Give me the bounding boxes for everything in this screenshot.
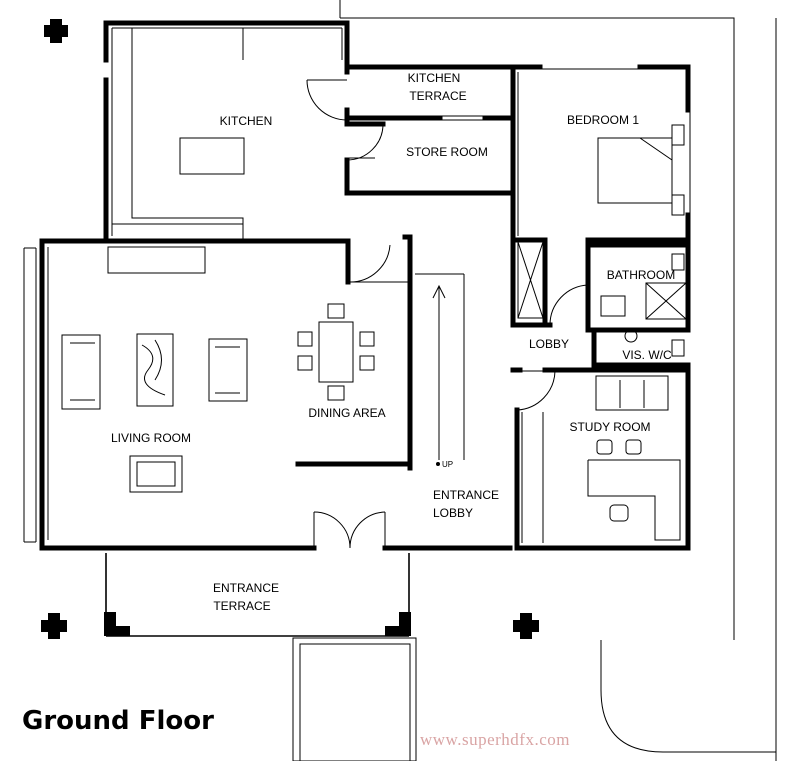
bedroom-walls: [510, 64, 691, 243]
column-marker-top-left: [44, 19, 68, 43]
lobby-label: LOBBY: [529, 337, 569, 351]
kitchen-terrace-walls: [344, 64, 516, 328]
kitchen-walls: [42, 20, 350, 244]
entrance-lobby-label-line1: ENTRANCE: [433, 488, 499, 502]
study-room-door: [514, 370, 556, 411]
entrance-terrace-label-line2: TERRACE: [213, 599, 270, 613]
study-room-walls: [510, 367, 691, 551]
wc-walls: [591, 327, 691, 368]
column-marker-bottom-right: [513, 613, 539, 639]
store-room-door: [346, 123, 384, 161]
kitchen-terrace-label-line1: KITCHEN: [408, 71, 461, 85]
stair-up-dot: [436, 462, 440, 466]
kitchen-terrace-label-line2: TERRACE: [409, 89, 466, 103]
staircase: [407, 234, 465, 471]
entrance-terrace-label-line1: ENTRANCE: [213, 581, 279, 595]
watermark: www.superhdfx.com: [420, 730, 570, 749]
bedroom-door: [549, 240, 589, 326]
living-room-walls: [23, 234, 513, 551]
living-room-label: LIVING ROOM: [111, 431, 191, 445]
entrance-door: [313, 511, 386, 549]
stair-up-label: UP: [442, 460, 453, 469]
kitchen-label: KITCHEN: [220, 114, 273, 128]
wardrobe: [510, 237, 553, 328]
entrance-terrace: [104, 553, 417, 761]
bathroom-label: BATHROOM: [607, 268, 675, 282]
store-room-label: STORE ROOM: [406, 145, 488, 159]
entrance-lobby-label-line2: LOBBY: [433, 506, 473, 520]
vis-wc-label: VIS. W/C: [622, 348, 672, 362]
bedroom-1-label: BEDROOM 1: [567, 113, 639, 127]
page-title: Ground Floor: [22, 706, 214, 736]
dining-area-label: DINING AREA: [308, 406, 385, 420]
living-furniture: [61, 303, 375, 493]
bathroom-walls: [585, 242, 691, 333]
study-room-label: STUDY ROOM: [569, 420, 650, 434]
site-boundary: [339, 0, 777, 761]
column-marker-bottom-left: [41, 613, 67, 639]
kitchen-door: [306, 79, 348, 121]
dining-door: [349, 244, 410, 283]
